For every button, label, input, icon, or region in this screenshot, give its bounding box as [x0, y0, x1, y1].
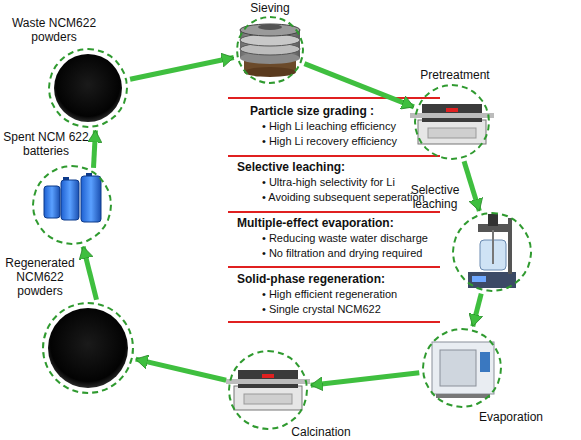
bullet-text: • Single crystal NCM622 — [262, 303, 381, 315]
separator-line — [228, 98, 440, 322]
powder-pile — [48, 308, 128, 388]
tube-furnace — [410, 104, 494, 144]
tube-furnace — [226, 370, 310, 410]
bullet-text: • High Li leaching efficiency — [262, 120, 396, 132]
process-stage: Selective leaching — [452, 212, 532, 292]
leaching-reactor — [468, 214, 516, 288]
process-stage: Evaporation — [422, 328, 502, 408]
bullet-text: • Reducing waste water discharge — [262, 232, 428, 244]
flow-arrow — [136, 359, 226, 380]
step-heading: Particle size grading : — [250, 104, 374, 118]
stage-label: Regenerated NCM622 powders — [2, 256, 78, 298]
process-stage: Calcination — [228, 350, 308, 430]
flow-arrow — [464, 161, 479, 211]
flow-arrow — [473, 294, 481, 327]
step-heading: Multiple-effect evaporation: — [237, 216, 394, 230]
flow-arrow — [83, 247, 96, 300]
stage-label: Spent NCM 622 batteries — [2, 130, 90, 158]
bullet-text: • Ultra-high selectivity for Li — [262, 176, 395, 188]
process-stage: Waste NCM622 powders — [48, 48, 128, 128]
process-stage: Regenerated NCM622 powders — [42, 302, 134, 394]
stage-label: Calcination — [276, 425, 366, 439]
flow-arrow — [304, 64, 413, 107]
bullet-text: • High efficient regeneration — [262, 288, 397, 300]
step-heading: Selective leaching: — [237, 160, 345, 174]
flow-arrow — [130, 58, 234, 80]
battery-pack — [44, 173, 101, 222]
stage-label: Pretreatment — [410, 68, 500, 82]
powder-pile — [54, 54, 122, 122]
flow-arrow — [311, 373, 420, 385]
bullet-text: • Avoiding subsequent seperation — [262, 191, 425, 203]
stage-label: Evaporation — [466, 410, 556, 424]
process-stage: Spent NCM 622 batteries — [32, 165, 112, 245]
bullet-text: • No filtration and drying required — [262, 247, 422, 259]
process-stage: Sieving — [236, 16, 304, 84]
process-stage: Pretreatment — [414, 84, 490, 160]
stage-label: Waste NCM622 powders — [6, 16, 102, 44]
bullet-text: • High Li recovery efficiency — [262, 135, 397, 147]
flow-arrow — [94, 130, 96, 167]
step-heading: Solid-phase regeneration: — [237, 272, 385, 286]
sieve-machine — [240, 24, 300, 77]
vacuum-oven — [432, 342, 494, 398]
stage-label: Sieving — [220, 1, 320, 15]
